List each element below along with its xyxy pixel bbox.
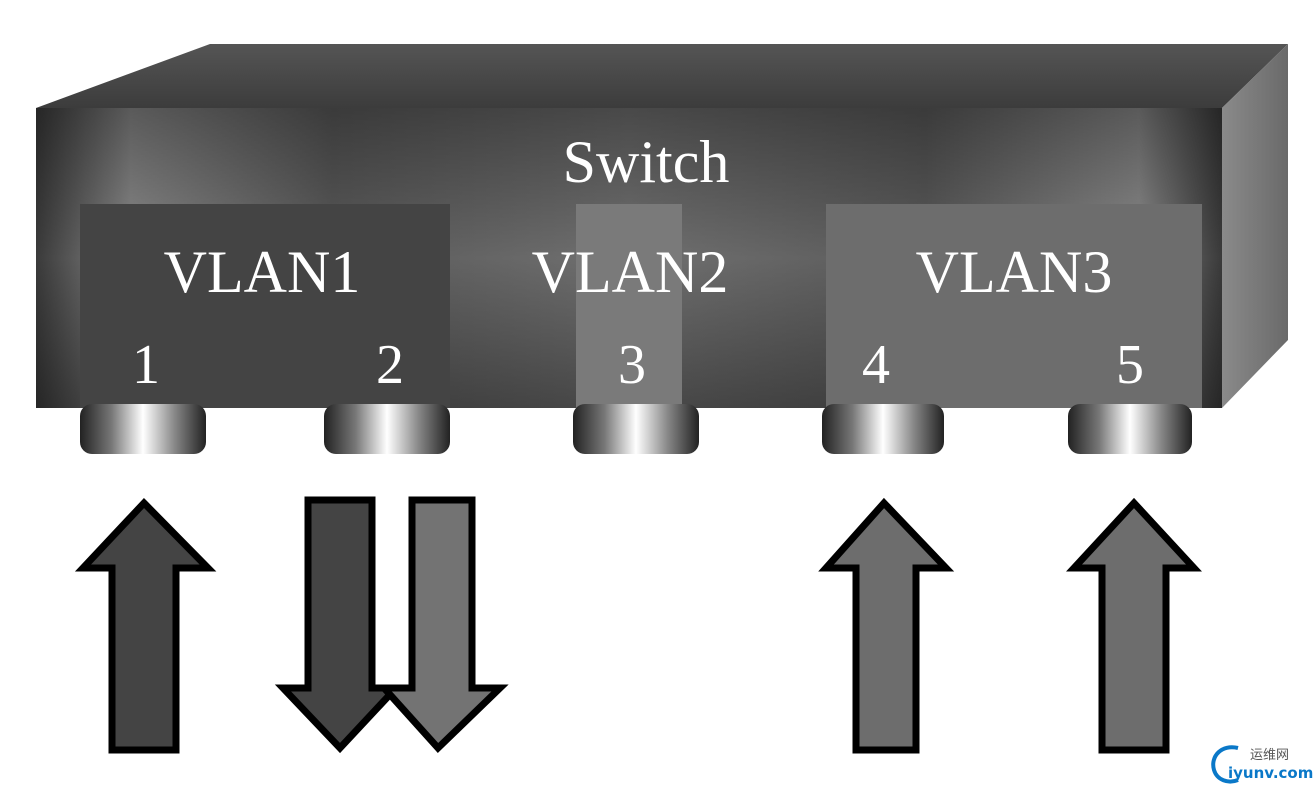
switch-side-face (1222, 44, 1288, 408)
port-5-up-arrow (1066, 497, 1202, 754)
port-connectors (80, 404, 1192, 454)
watermark-bottom-text: iyunv.com (1228, 764, 1313, 782)
port-4-label: 4 (862, 334, 890, 396)
port-2-label: 2 (376, 334, 404, 396)
port-5-label: 5 (1116, 334, 1144, 396)
port-2-down-arrow-vlan2 (376, 496, 509, 754)
vlan2-region (576, 204, 682, 408)
port-4-connector (822, 404, 944, 454)
port-1-connector (80, 404, 206, 454)
vlan1-region (80, 204, 450, 408)
vlan3-label: VLAN3 (916, 239, 1113, 305)
port-5-connector (1068, 404, 1192, 454)
port-2-connector (324, 404, 450, 454)
port-1-up-arrow (74, 497, 217, 754)
switch-label: Switch (563, 129, 730, 195)
port-2-down-arrow-vlan1 (274, 496, 405, 754)
port-3-label: 3 (618, 334, 646, 396)
port-4-up-arrow (818, 497, 955, 754)
watermark-logo: 运维网 iyunv.com (1208, 742, 1313, 786)
vlan2-label: VLAN2 (532, 239, 729, 305)
port-3-connector (573, 404, 699, 454)
switch-top-face (36, 44, 1288, 108)
port-1-label: 1 (132, 334, 160, 396)
traffic-arrows (74, 496, 1202, 754)
watermark-top-text: 运维网 (1250, 748, 1290, 763)
vlan1-label: VLAN1 (164, 239, 361, 305)
vlan3-region (826, 204, 1202, 408)
logo-swirl-icon (1211, 745, 1239, 784)
